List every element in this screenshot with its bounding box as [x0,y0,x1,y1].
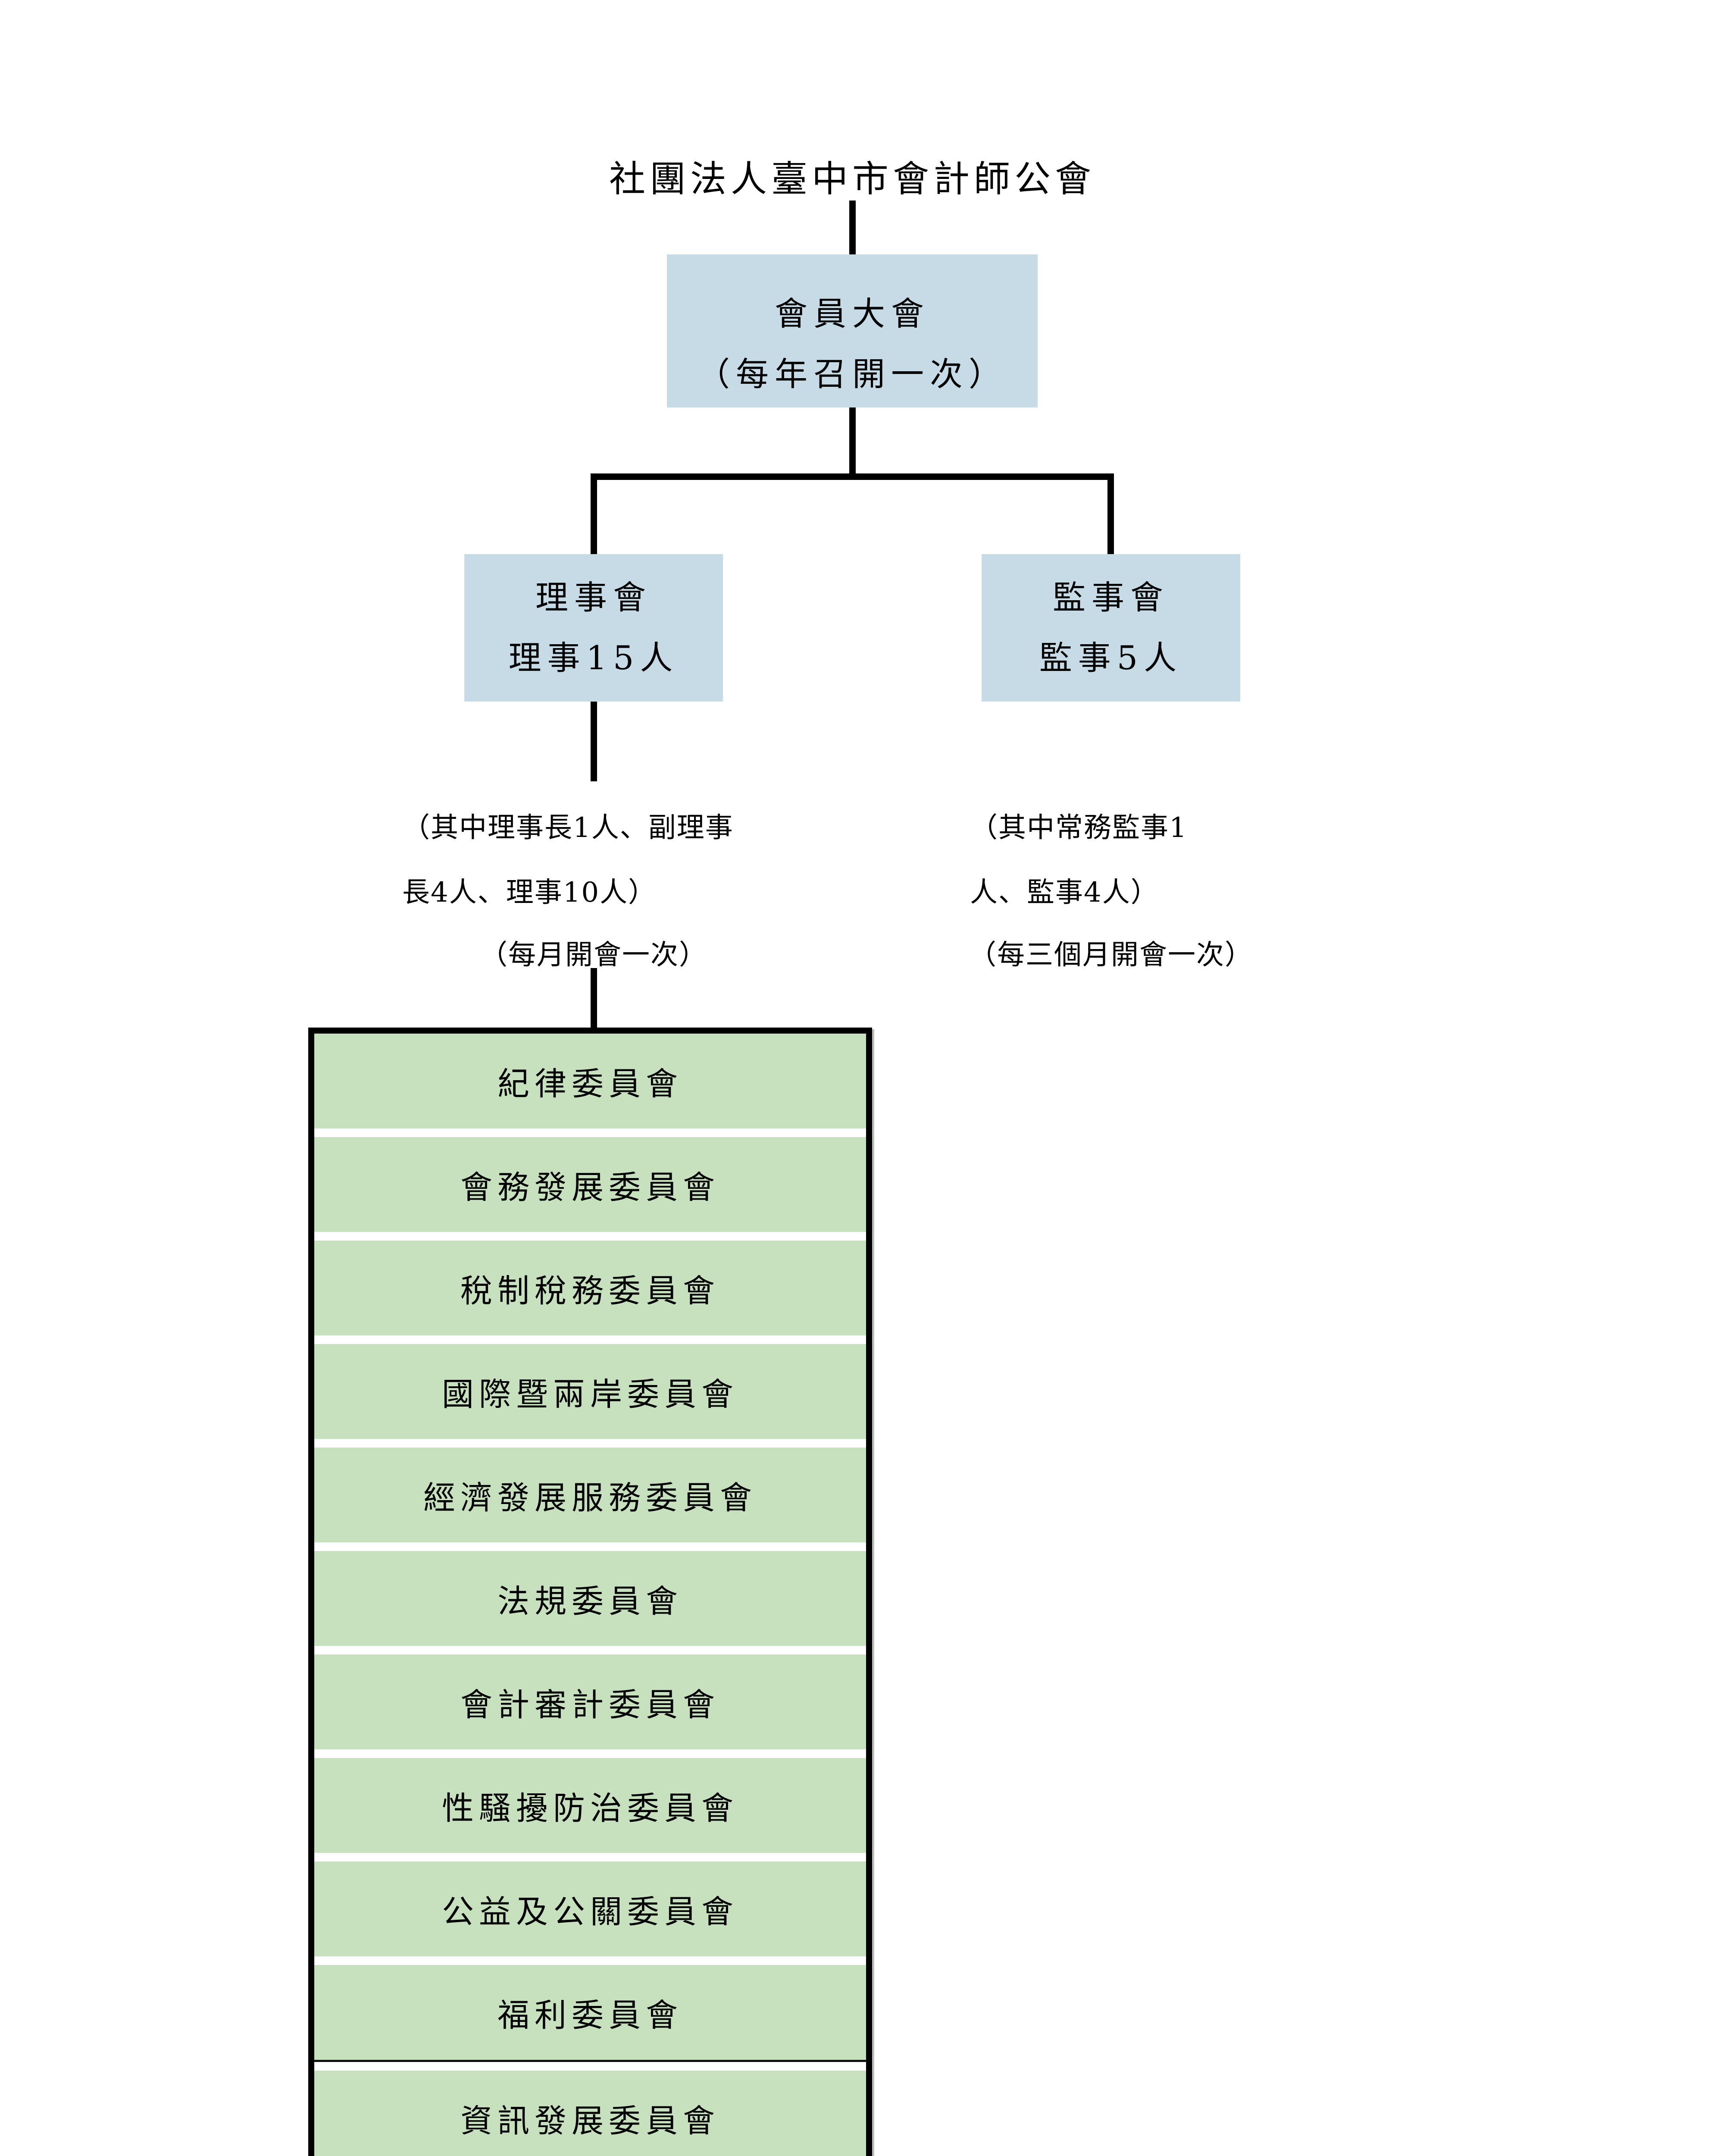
committee-row-discipline: 紀律委員會 [314,1034,866,1128]
assembly-box: 會員大會 （每年召開一次） [667,254,1038,407]
committee-row-charity-pr: 公益及公關委員會 [314,1861,866,1956]
assembly-box-title: 會員大會 [775,294,930,333]
committee-list: 紀律委員會 會務發展委員會 稅制稅務委員會 國際暨兩岸委員會 經濟發展服務委員會… [308,1028,872,2156]
connector-title-assembly [849,201,856,254]
connector-bar-supervisors [1107,480,1114,554]
supervisors-box: 監事會 監事5人 [982,554,1240,702]
directors-box-subtitle: 理事15人 [508,639,679,677]
committee-row-information-dev: 資訊發展委員會 [314,2071,866,2156]
org-title: 社團法人臺中市會計師公會 [609,158,1095,200]
directors-meeting-note: （每月開會一次） [480,939,707,971]
connector-split-bar [591,473,1114,480]
directors-composition-line2: 長4人、理事10人） [402,877,657,909]
committee-row-economic-dev: 經濟發展服務委員會 [314,1448,866,1542]
connector-bar-directors [591,480,597,554]
committee-group-divider [314,2060,866,2062]
committee-row-tax: 稅制稅務委員會 [314,1241,866,1335]
directors-box-title: 理事會 [535,578,652,617]
connector-directors-note [591,702,597,781]
directors-composition-note: （其中理事長1人、副理事 長4人、理事10人） [402,796,734,925]
committee-row-harassment-prev: 性騷擾防治委員會 [314,1758,866,1853]
assembly-box-subtitle: （每年召開一次） [697,354,1007,393]
supervisors-box-title: 監事會 [1053,578,1169,617]
supervisors-composition-line2: 人、監事4人） [970,877,1159,909]
committee-row-accounting-audit: 會計審計委員會 [314,1655,866,1749]
directors-composition-line1: （其中理事長1人、副理事 [402,812,734,844]
directors-box: 理事會 理事15人 [464,554,723,702]
supervisors-meeting-note: （每三個月開會一次） [969,939,1253,971]
supervisors-composition-line1: （其中常務監事1 [970,812,1188,844]
connector-note-committees [591,968,597,1028]
committee-row-international: 國際暨兩岸委員會 [314,1344,866,1439]
supervisors-composition-note: （其中常務監事1 人、監事4人） [970,796,1188,925]
connector-assembly-bar [849,407,856,473]
committee-row-association-dev: 會務發展委員會 [314,1137,866,1232]
committee-row-regulations: 法規委員會 [314,1551,866,1646]
supervisors-box-subtitle: 監事5人 [1039,639,1183,677]
committee-row-welfare: 福利委員會 [314,1965,866,2060]
